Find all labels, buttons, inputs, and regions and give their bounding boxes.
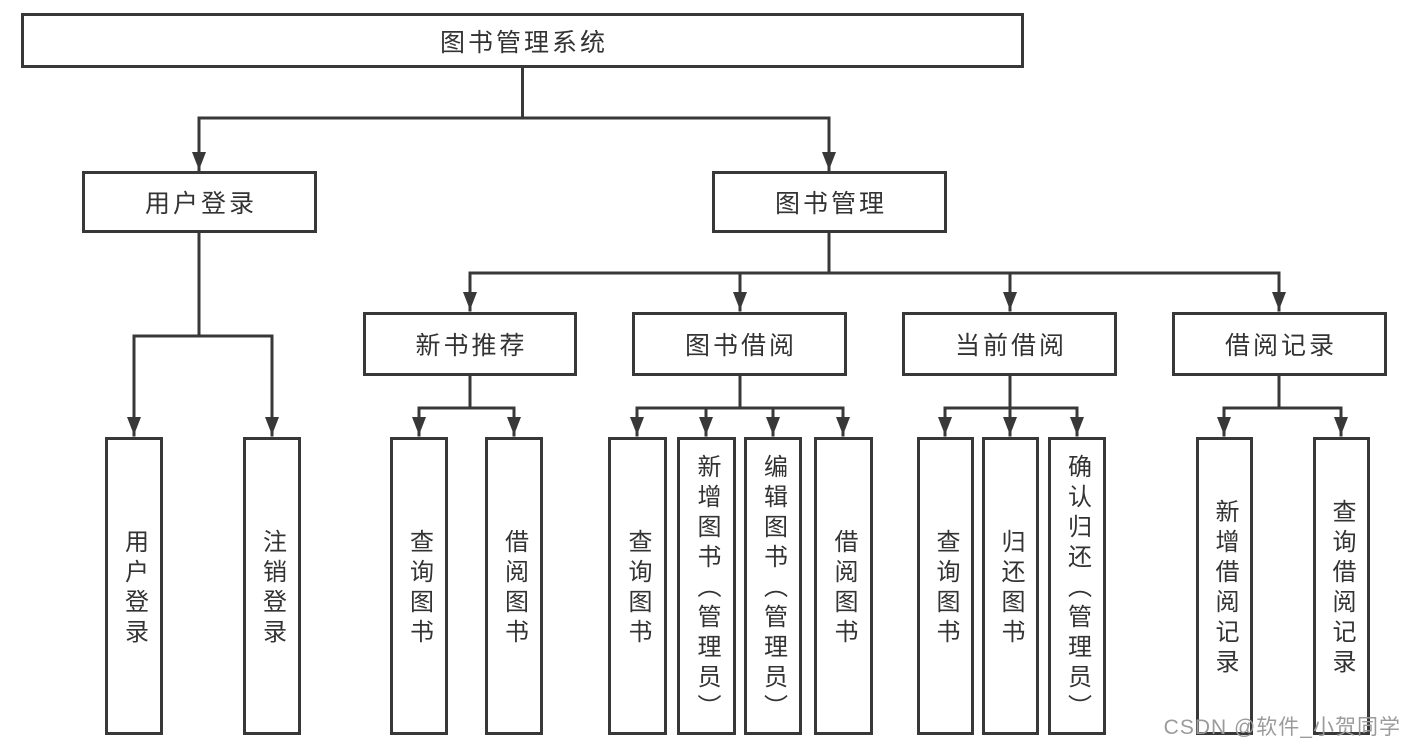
leaf-edit-book-admin: 编辑图书（管理员）	[744, 437, 802, 735]
node-label: 新增图书（管理员）	[693, 454, 720, 724]
connector-current-borrow-to-leaves	[938, 374, 1084, 437]
node-book-borrow: 图书借阅	[632, 312, 847, 376]
csdn-watermark: CSDN @软件_小贺同学	[1163, 716, 1401, 739]
node-label: 借阅记录	[1224, 332, 1337, 360]
node-label: 用户登录	[144, 190, 257, 218]
node-label: 图书管理	[774, 190, 887, 218]
leaf-query-book-current: 查询图书	[917, 437, 974, 735]
connector-book-mgmt-to-level3	[463, 231, 1286, 312]
node-label: 查询图书	[932, 529, 959, 649]
connector-root-to-level2	[192, 66, 836, 172]
connector-book-borrow-to-leaves	[630, 374, 850, 437]
leaf-add-borrow-record: 新增借阅记录	[1196, 437, 1253, 735]
node-label: 注销登录	[258, 529, 286, 649]
node-library-management-system: 图书管理系统	[21, 13, 1024, 68]
node-label: 查询图书	[624, 529, 651, 649]
leaf-query-book-borrow: 查询图书	[608, 437, 667, 735]
node-label: 图书借阅	[684, 332, 797, 360]
node-label: 新增借阅记录	[1211, 499, 1238, 679]
node-user-login: 用户登录	[82, 171, 317, 233]
leaf-borrow-book-recommend: 借阅图书	[485, 437, 543, 735]
node-book-management: 图书管理	[712, 171, 947, 233]
node-label: 查询借阅记录	[1328, 499, 1355, 679]
leaf-borrow-book: 借阅图书	[814, 437, 873, 735]
leaf-query-borrow-record: 查询借阅记录	[1313, 437, 1370, 735]
node-label: 用户登录	[120, 529, 148, 649]
node-new-book-recommend: 新书推荐	[363, 312, 577, 376]
leaf-logout: 注销登录	[243, 437, 301, 735]
connector-new-book-rec-to-leaves	[412, 374, 521, 437]
leaf-user-login: 用户登录	[105, 437, 163, 735]
node-label: 确认归还（管理员）	[1063, 454, 1091, 724]
node-label: 借阅图书	[830, 529, 857, 649]
node-label: 图书管理系统	[439, 28, 608, 57]
node-label: 当前借阅	[954, 332, 1067, 360]
leaf-return-book: 归还图书	[982, 437, 1039, 735]
connector-user-login-to-leaves	[127, 231, 279, 437]
leaf-add-book-admin: 新增图书（管理员）	[677, 437, 736, 735]
node-label: 新书推荐	[415, 332, 528, 360]
node-label: 归还图书	[997, 529, 1024, 649]
node-label: 查询图书	[405, 529, 433, 649]
connector-borrow-records-to-leaves	[1217, 374, 1348, 437]
node-borrow-records: 借阅记录	[1172, 312, 1387, 376]
node-current-borrow: 当前借阅	[902, 312, 1117, 376]
leaf-query-book-recommend: 查询图书	[390, 437, 448, 735]
leaf-confirm-return-admin: 确认归还（管理员）	[1048, 437, 1106, 735]
node-label: 编辑图书（管理员）	[759, 454, 787, 724]
node-label: 借阅图书	[500, 529, 528, 649]
